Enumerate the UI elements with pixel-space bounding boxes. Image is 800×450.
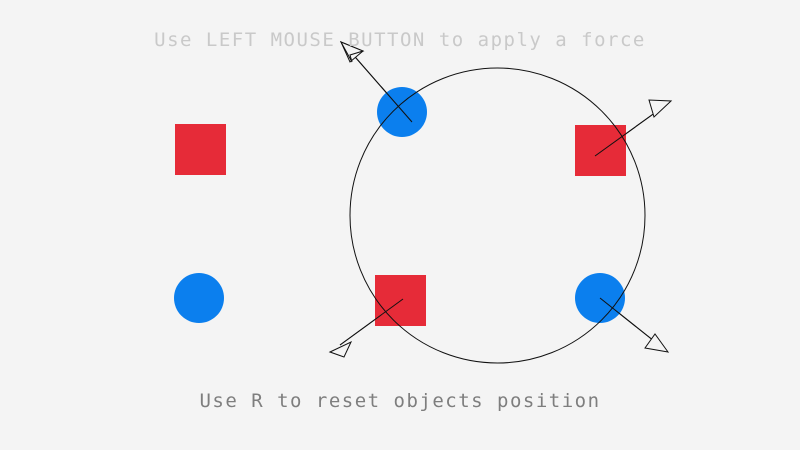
constraint-circle-outline <box>349 67 646 364</box>
ball-top[interactable] <box>377 87 427 137</box>
force-arrow-overlay-group <box>339 49 664 346</box>
hint-bottom-label: Use R to reset objects position <box>199 390 601 412</box>
static-ball-left[interactable] <box>174 273 224 323</box>
arrowhead-box-bottom <box>328 340 353 358</box>
arrowhead-box-right <box>648 99 673 118</box>
static-box-left[interactable] <box>175 124 226 175</box>
arrowhead-ball-bottom-right <box>644 333 670 353</box>
hint-top-label: Use LEFT MOUSE BUTTON to apply a force <box>154 29 646 51</box>
box-right[interactable] <box>575 125 626 176</box>
mouse-cursor-icon <box>339 41 365 63</box>
